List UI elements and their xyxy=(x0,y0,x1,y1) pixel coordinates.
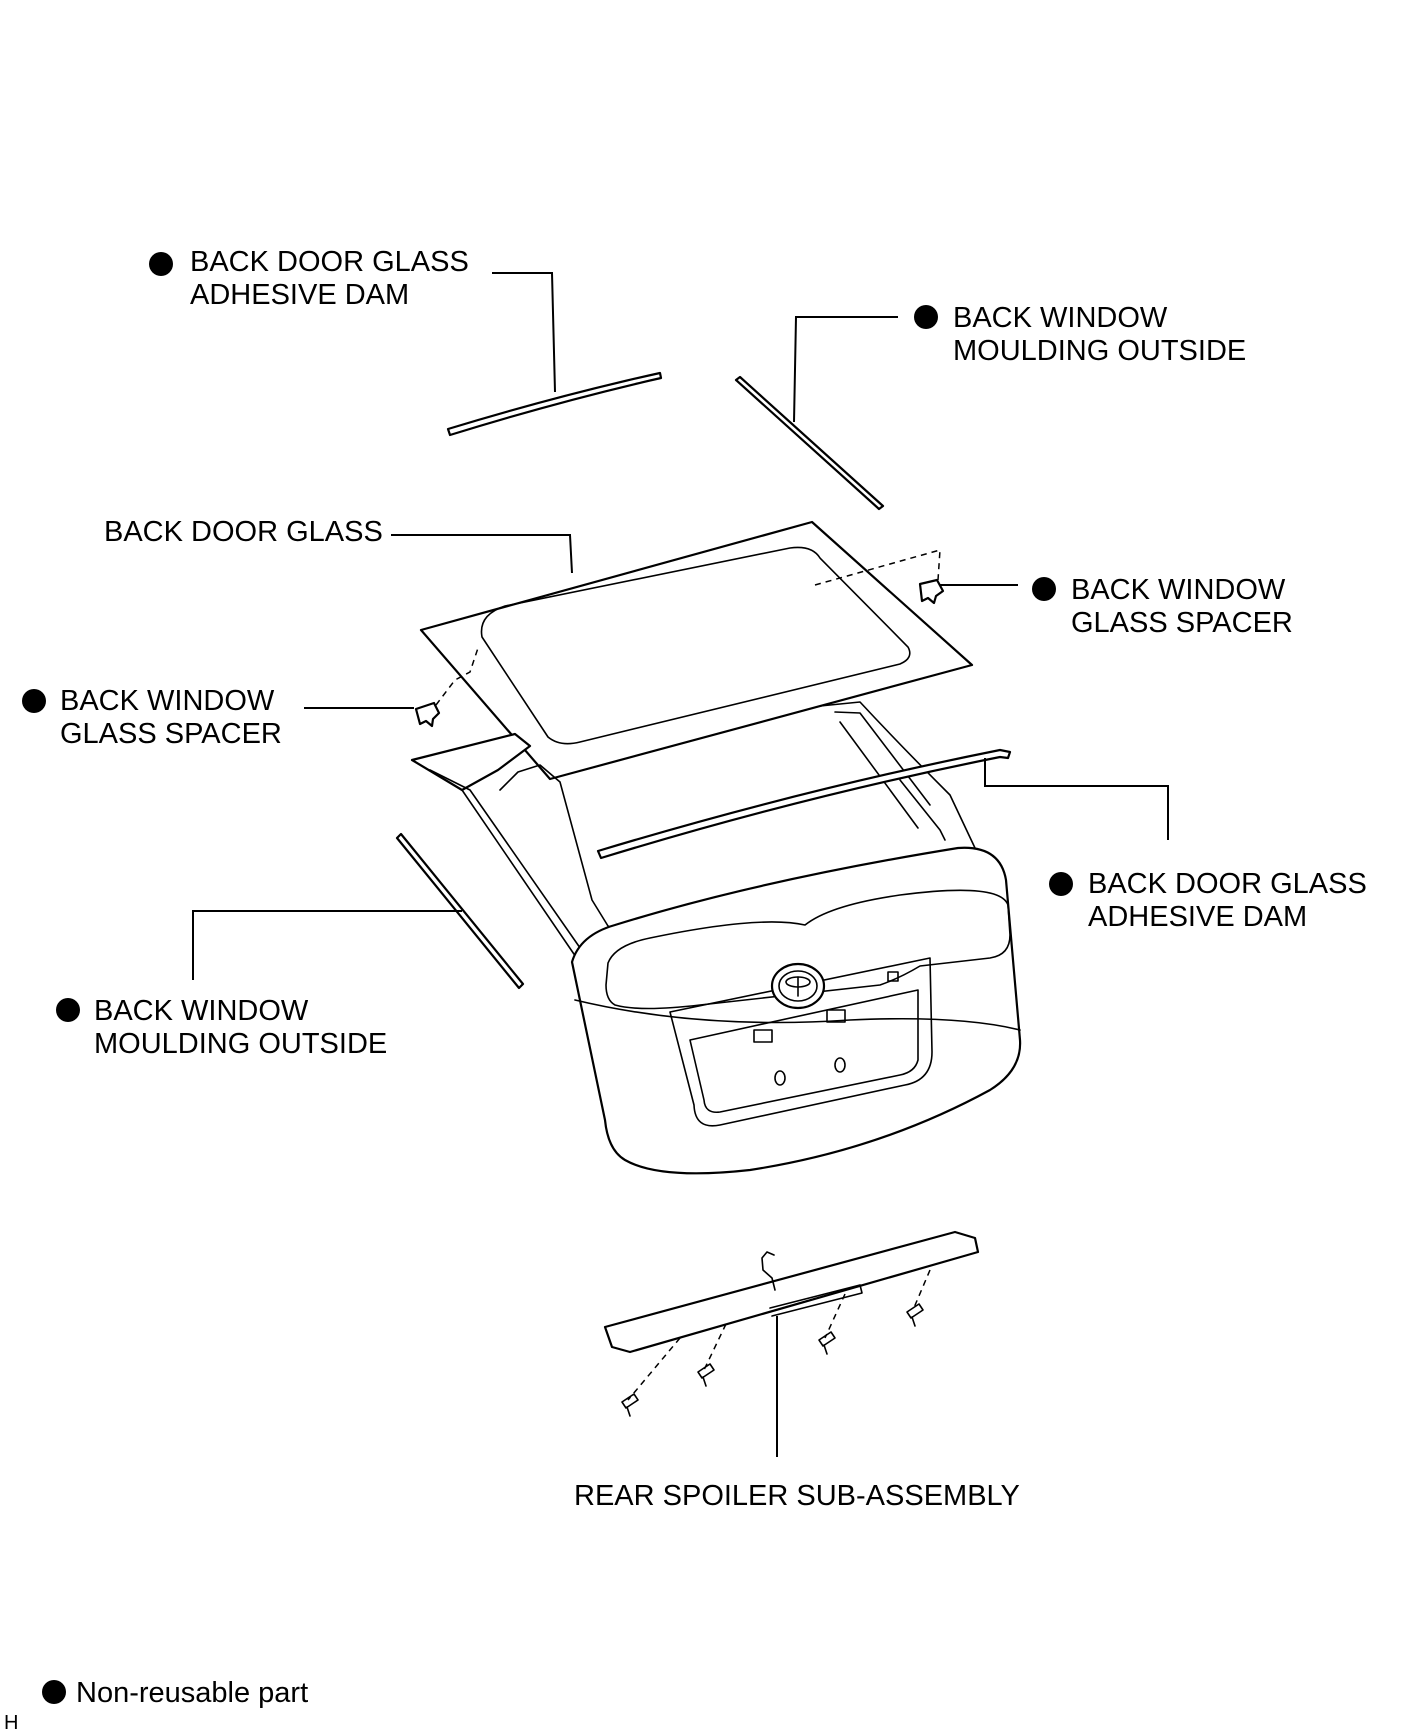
label-adhesive-dam-right: BACK DOOR GLASS ADHESIVE DAM xyxy=(1049,868,1367,933)
label-line-2: ADHESIVE DAM xyxy=(1088,901,1307,933)
label-back-door-glass: BACK DOOR GLASS xyxy=(104,516,383,548)
label-line-2: MOULDING OUTSIDE xyxy=(94,1028,387,1060)
label-moulding-left: BACK WINDOW MOULDING OUTSIDE xyxy=(56,995,387,1060)
adhesive-dam-top-part xyxy=(446,371,663,437)
label-line-2: MOULDING OUTSIDE xyxy=(953,335,1246,367)
label-spacer-right: BACK WINDOW GLASS SPACER xyxy=(1032,574,1293,639)
non-reusable-marker xyxy=(42,1680,66,1704)
label-line-1: BACK WINDOW xyxy=(94,995,309,1027)
adhesive-dam-right-part xyxy=(596,748,1012,860)
spacer-right-part xyxy=(918,578,945,605)
non-reusable-marker xyxy=(1049,872,1073,896)
non-reusable-marker xyxy=(56,998,80,1022)
label-rear-spoiler: REAR SPOILER SUB-ASSEMBLY xyxy=(574,1480,1020,1512)
legend: Non-reusable part xyxy=(42,1677,308,1709)
back-door-glass-part xyxy=(419,520,974,781)
label-line-1: BACK WINDOW xyxy=(953,302,1168,334)
label-line-1: REAR SPOILER SUB-ASSEMBLY xyxy=(574,1480,1020,1512)
label-line-1: BACK DOOR GLASS xyxy=(1088,868,1367,900)
non-reusable-marker xyxy=(22,689,46,713)
back-door-panel-part xyxy=(410,701,1022,1175)
label-line-1: BACK DOOR GLASS xyxy=(104,516,383,548)
label-line-2: GLASS SPACER xyxy=(60,718,282,750)
moulding-top-part xyxy=(734,375,885,511)
label-spacer-left: BACK WINDOW GLASS SPACER xyxy=(22,685,282,750)
non-reusable-marker xyxy=(914,305,938,329)
label-line-1: BACK WINDOW xyxy=(1071,574,1286,606)
spacer-left-part xyxy=(414,647,479,728)
label-line-2: ADHESIVE DAM xyxy=(190,279,409,311)
leader-lines xyxy=(192,272,1169,1457)
non-reusable-marker xyxy=(1032,577,1056,601)
label-line-2: GLASS SPACER xyxy=(1071,607,1293,639)
non-reusable-marker xyxy=(149,252,173,276)
label-moulding-top: BACK WINDOW MOULDING OUTSIDE xyxy=(914,302,1246,367)
corner-mark: H xyxy=(4,1712,18,1734)
label-line-1: BACK DOOR GLASS xyxy=(190,246,469,278)
label-adhesive-dam-top: BACK DOOR GLASS ADHESIVE DAM xyxy=(149,246,469,311)
legend-text: Non-reusable part xyxy=(76,1677,308,1709)
rear-spoiler-part xyxy=(603,1230,980,1417)
label-line-1: BACK WINDOW xyxy=(60,685,275,717)
